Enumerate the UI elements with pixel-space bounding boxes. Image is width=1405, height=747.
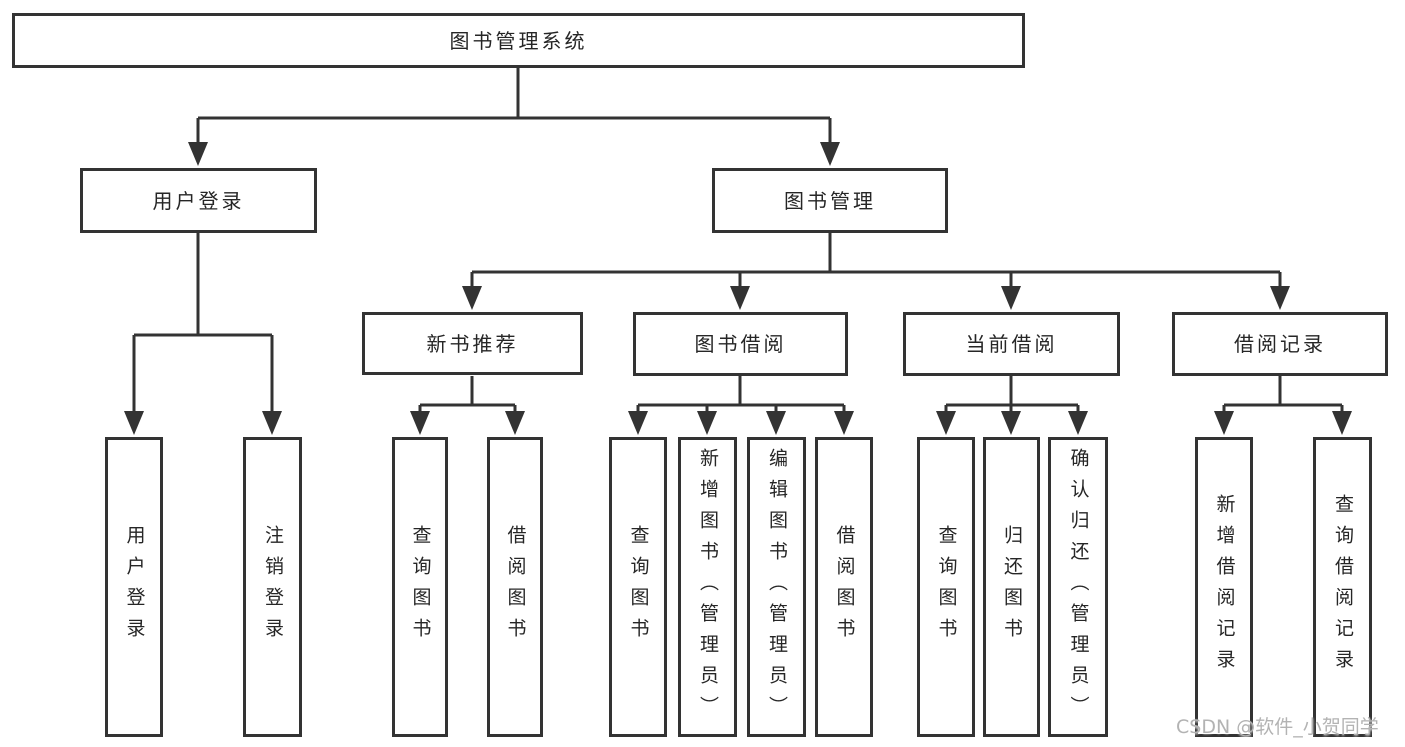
node-recommend-query-book: 查询图书 bbox=[392, 437, 448, 737]
node-new-book-recommend: 新书推荐 bbox=[362, 312, 583, 375]
watermark: CSDN @软件_小贺同学 bbox=[1176, 716, 1379, 738]
node-label: 查询图书 bbox=[627, 525, 650, 649]
node-current-borrow: 当前借阅 bbox=[903, 312, 1120, 376]
node-label: 新书推荐 bbox=[426, 331, 519, 356]
node-recommend-borrow-book: 借阅图书 bbox=[487, 437, 543, 737]
arrow-icon bbox=[697, 411, 717, 435]
node-label: 编辑图书（管理员） bbox=[766, 447, 788, 727]
arrow-icon bbox=[1068, 411, 1088, 435]
arrow-icon bbox=[1214, 411, 1234, 435]
node-label: 当前借阅 bbox=[965, 332, 1058, 356]
node-label: 注销登录 bbox=[262, 525, 284, 649]
node-borrow-edit-book: 编辑图书（管理员） bbox=[747, 437, 806, 737]
arrow-icon bbox=[628, 411, 648, 435]
node-borrow-borrow-book: 借阅图书 bbox=[815, 437, 873, 737]
node-label: 图书管理 bbox=[784, 188, 876, 213]
arrow-icon bbox=[1001, 411, 1021, 435]
arrow-icon bbox=[410, 411, 430, 435]
node-book-management: 图书管理 bbox=[712, 168, 948, 233]
arrow-icon bbox=[1270, 286, 1290, 310]
arrow-icon bbox=[766, 411, 786, 435]
arrow-icon bbox=[188, 142, 208, 166]
node-user-login: 用户登录 bbox=[80, 168, 317, 233]
node-borrow-query-book: 查询图书 bbox=[609, 437, 667, 737]
node-records-add-record: 新增借阅记录 bbox=[1195, 437, 1253, 737]
arrow-icon bbox=[834, 411, 854, 435]
node-label: 新增图书（管理员） bbox=[697, 447, 719, 727]
node-label: 图书借阅 bbox=[694, 332, 787, 356]
node-label: 查询借阅记录 bbox=[1332, 494, 1354, 680]
arrow-icon bbox=[462, 286, 482, 310]
node-records-query-record: 查询借阅记录 bbox=[1313, 437, 1372, 737]
arrow-icon bbox=[820, 142, 840, 166]
node-login: 用户登录 bbox=[105, 437, 163, 737]
node-book-borrow: 图书借阅 bbox=[633, 312, 848, 376]
arrow-icon bbox=[1332, 411, 1352, 435]
node-label: 借阅图书 bbox=[833, 525, 856, 649]
node-label: 确认归还（管理员） bbox=[1067, 447, 1090, 727]
node-current-return-book: 归还图书 bbox=[983, 437, 1040, 737]
arrow-icon bbox=[730, 286, 750, 310]
arrow-icon bbox=[1001, 286, 1021, 310]
arrow-icon bbox=[262, 411, 282, 435]
node-logout: 注销登录 bbox=[243, 437, 302, 737]
node-label: 新增借阅记录 bbox=[1213, 494, 1236, 680]
node-current-confirm-return: 确认归还（管理员） bbox=[1048, 437, 1108, 737]
arrow-icon bbox=[505, 411, 525, 435]
node-label: 查询图书 bbox=[409, 525, 432, 649]
node-label: 借阅记录 bbox=[1234, 332, 1326, 356]
node-label: 用户登录 bbox=[123, 525, 146, 649]
arrow-icon bbox=[124, 411, 144, 435]
node-borrow-records: 借阅记录 bbox=[1172, 312, 1388, 376]
node-borrow-add-book: 新增图书（管理员） bbox=[678, 437, 737, 737]
node-library-system: 图书管理系统 bbox=[12, 13, 1025, 68]
node-label: 借阅图书 bbox=[504, 525, 527, 649]
arrow-icon bbox=[936, 411, 956, 435]
node-label: 用户登录 bbox=[152, 188, 245, 213]
node-label: 查询图书 bbox=[935, 525, 958, 649]
node-current-query-book: 查询图书 bbox=[917, 437, 975, 737]
node-label: 归还图书 bbox=[1001, 525, 1023, 649]
node-label: 图书管理系统 bbox=[449, 28, 588, 53]
